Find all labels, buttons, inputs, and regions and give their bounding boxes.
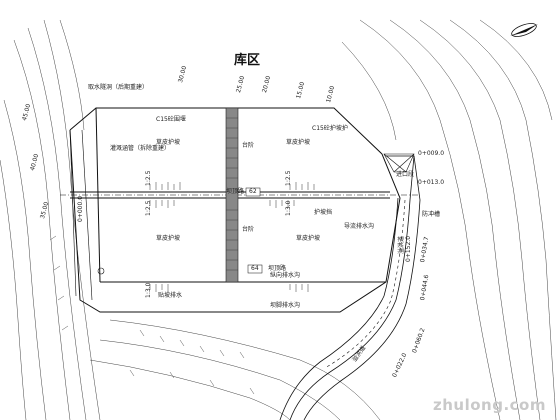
intake-label: 取水隧洞（后期重建）	[88, 84, 149, 91]
road-top-tag	[245, 187, 261, 197]
slope-ratio-1: 1:2.5	[145, 170, 152, 186]
gate-label: 进口段	[396, 171, 415, 178]
slope-tick-marks-lower	[149, 200, 309, 292]
road-bottom-label: 坝顶路	[268, 265, 287, 272]
spillway-dashes	[324, 199, 406, 369]
terrain-contours-bottom	[89, 319, 381, 420]
road-bottom-tag	[247, 264, 263, 274]
core-wall-hatch	[226, 117, 238, 271]
left-abutment-lines	[69, 129, 93, 301]
slope-ratio-3: 1:3.0	[285, 200, 292, 216]
slope-ratio-4: 1:3.0	[145, 282, 152, 298]
c15-wall-label: C15砼围堰	[156, 116, 186, 123]
berm-lower-label: 台阶	[242, 226, 255, 233]
central-core-wall	[225, 107, 239, 283]
slope-tick-marks-upper	[149, 182, 315, 190]
berm-upper-label: 台阶	[242, 142, 255, 149]
slope-upper-right-label: 草皮护坡	[286, 139, 311, 146]
chainage-label-1: 0+009.0	[418, 150, 445, 157]
toe-drain-label: 贴坡排水	[158, 292, 183, 299]
watermark: zhulong.com	[433, 396, 546, 414]
bypass-label: 导流排水沟	[344, 223, 375, 230]
chainage-label-7: 0+000.0	[77, 195, 84, 222]
c15-slope-label: C15砼护坡护	[312, 125, 348, 132]
terrain-contours-right	[341, 19, 557, 420]
slope-upper-left-label: 草皮护坡	[156, 139, 181, 146]
slope-ratio-2: 1:2.5	[145, 200, 152, 216]
hatching-marks	[49, 235, 255, 395]
anchor-circle	[97, 267, 105, 275]
drain-pipe-label: 灌溉涵管（拆除重建）	[110, 145, 171, 152]
reservoir-label: 库区	[234, 53, 261, 68]
chainage-label-2: 0+013.0	[418, 179, 445, 186]
road-bottom-number: 64	[251, 265, 259, 272]
spillway-channel	[279, 155, 421, 420]
drainage-label: 纵向排水沟	[270, 272, 301, 279]
slope-lower-left-label: 草皮护坡	[156, 235, 181, 242]
road-top-label: 坝顶路	[226, 188, 245, 195]
slope-ratio-5: 1:2.5	[285, 170, 292, 186]
road-top-number: 62	[249, 188, 257, 195]
drainage-label-2: 坝脚排水沟	[270, 302, 301, 309]
stone-label: 防冲槽	[422, 211, 441, 218]
chainage-label-8: 0+152.0	[405, 235, 412, 262]
terrain-contours-left	[0, 19, 101, 420]
spillway-inlet	[383, 153, 415, 173]
north-arrow-icon	[510, 23, 538, 37]
slope-lower-right-label: 草皮护坡	[296, 235, 321, 242]
retaining-label: 护坡挡	[314, 209, 333, 216]
